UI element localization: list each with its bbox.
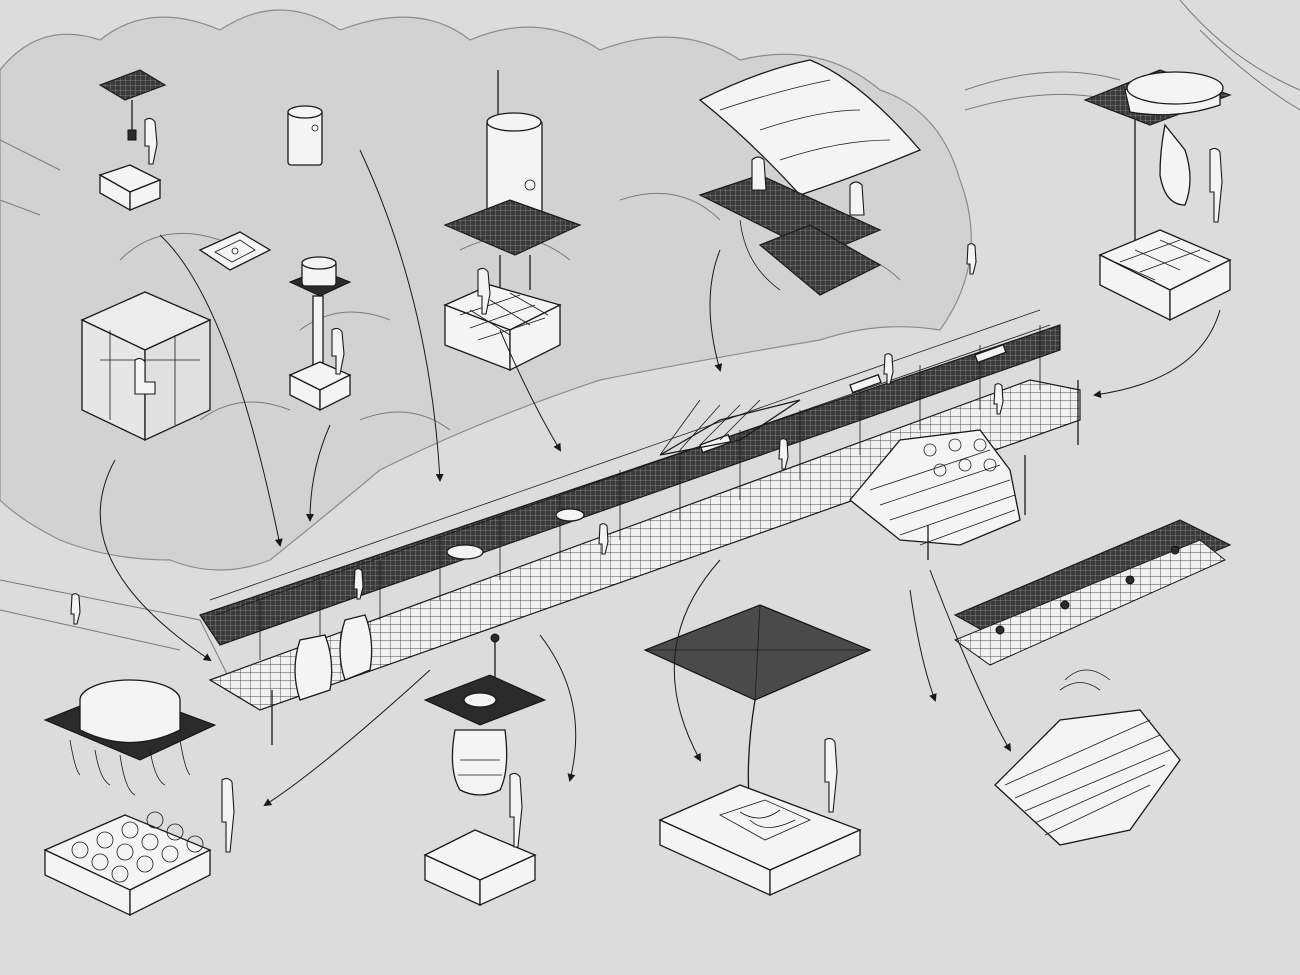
funnel-roof-module — [1083, 69, 1232, 322]
log-raft — [994, 669, 1181, 846]
floating-garden-tank-module — [43, 679, 235, 917]
floating-deck-extension — [953, 519, 1232, 666]
elevated-tank-module — [288, 256, 352, 412]
mooring-posts — [271, 380, 1079, 745]
long-floating-pier — [199, 309, 1081, 711]
canopy-shelter-module — [98, 69, 167, 212]
hanging-net-module — [423, 633, 547, 907]
glass-cube-room — [80, 291, 212, 442]
pier-figures — [70, 243, 1004, 625]
sheet-roof-platform — [698, 59, 922, 296]
log-pile — [849, 429, 1021, 546]
connector-arrows — [99, 149, 1221, 807]
canvas-square-raft — [643, 604, 872, 897]
water-tank-tower-module — [443, 70, 582, 372]
small-tank-module — [287, 105, 323, 166]
solar-panel-module — [198, 231, 272, 271]
